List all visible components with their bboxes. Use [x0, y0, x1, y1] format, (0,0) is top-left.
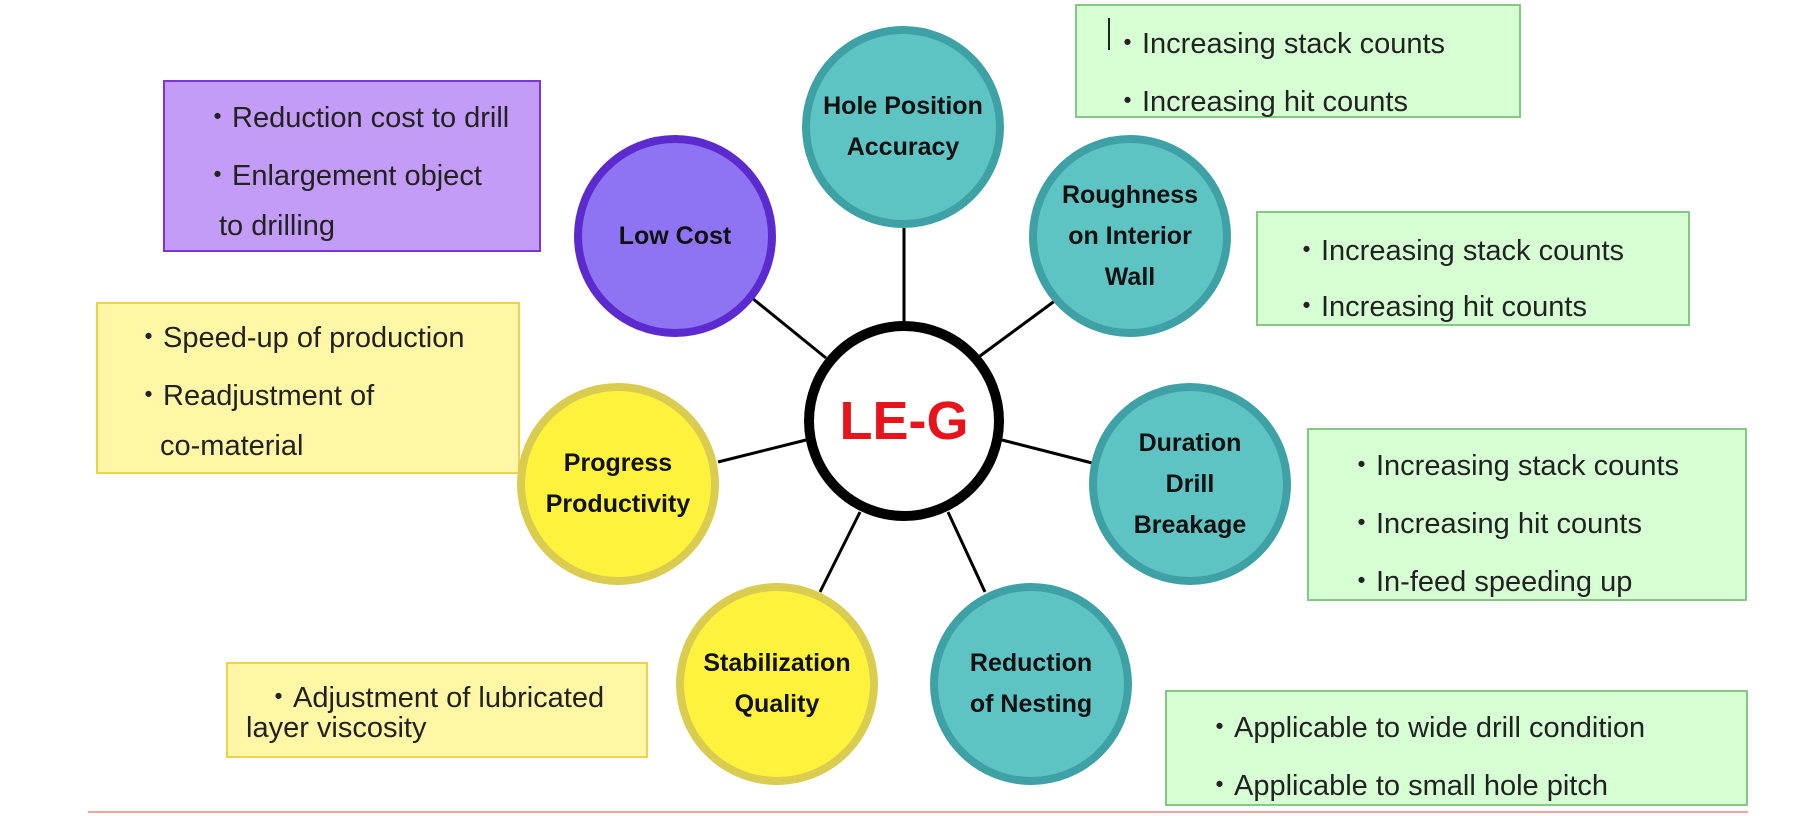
node-label-line: Productivity: [545, 490, 691, 518]
text-cursor: [1108, 18, 1110, 50]
note-duration: ・Increasing stack counts ・Increasing hit…: [1307, 428, 1747, 601]
node-label-line: Quality: [734, 690, 820, 718]
node-label: Hole Position Accuracy: [823, 86, 983, 168]
note-line: ・Increasing stack counts: [1292, 235, 1625, 267]
node-label-line: Duration: [1138, 428, 1242, 457]
node-label-line: Hole Position: [823, 92, 983, 120]
connector-roughness: [979, 298, 1057, 358]
note-progress: ・Speed-up of production ・Readjustment of…: [96, 302, 520, 474]
node-label-line: on Interior: [1068, 221, 1192, 250]
connector-stabilization: [818, 511, 862, 593]
node-label-line: Accuracy: [846, 133, 960, 161]
node-label-line: Progress: [563, 449, 673, 477]
node-label: Stabilization Quality: [703, 643, 850, 725]
note-line: ・Enlargement object: [203, 160, 482, 192]
note-roughness: ・Increasing stack counts ・Increasing hit…: [1256, 211, 1690, 326]
note-line: ・Increasing hit counts: [1347, 508, 1642, 540]
node-progress-productivity: Progress Productivity: [517, 383, 719, 585]
bottom-divider-line: [88, 811, 1748, 813]
node-label: Duration Drill Breakage: [1134, 423, 1247, 546]
connector-low-cost: [751, 296, 827, 360]
node-roughness-interior-wall: Roughness on Interior Wall: [1029, 135, 1231, 337]
note-line: ・In-feed speeding up: [1347, 566, 1633, 598]
note-line: ・Increasing hit counts: [1113, 86, 1408, 118]
node-hole-position-accuracy: Hole Position Accuracy: [802, 26, 1004, 228]
node-stabilization-quality: Stabilization Quality: [676, 583, 878, 785]
note-line: ・Increasing stack counts: [1347, 450, 1680, 482]
node-reduction-nesting: Reduction of Nesting: [930, 583, 1132, 785]
node-label-line: Stabilization: [703, 649, 851, 677]
note-line: ・Readjustment of: [134, 380, 375, 412]
node-label-line: Wall: [1104, 262, 1156, 291]
note-line: ・Increasing hit counts: [1292, 291, 1587, 323]
note-line: ・Reduction cost to drill: [203, 102, 510, 134]
node-label-line: Roughness: [1061, 180, 1199, 209]
node-label: Low Cost: [619, 216, 732, 257]
connector-reduction-nesting: [946, 511, 987, 593]
node-label-line: Breakage: [1133, 510, 1247, 539]
center-label: LE-G: [839, 391, 969, 451]
note-line: to drilling: [219, 210, 336, 242]
connector-duration: [1001, 438, 1097, 466]
note-line: ・Applicable to small hole pitch: [1205, 770, 1608, 802]
node-label: Reduction of Nesting: [970, 643, 1092, 725]
note-hole-position: ・Increasing stack counts ・Increasing hit…: [1075, 4, 1521, 118]
connectors: [717, 228, 1097, 593]
node-label-line: of Nesting: [969, 690, 1093, 718]
note-line: ・Increasing stack counts: [1113, 28, 1446, 60]
node-label-line: Low Cost: [618, 221, 732, 250]
node-low-cost: Low Cost: [574, 135, 776, 337]
node-duration-drill-breakage: Duration Drill Breakage: [1089, 383, 1291, 585]
node-label: Roughness on Interior Wall: [1062, 175, 1198, 298]
note-line: ・Speed-up of production: [134, 322, 465, 354]
node-label-line: Drill: [1165, 469, 1215, 498]
note-line: ・Applicable to wide drill condition: [1205, 712, 1646, 744]
note-line: layer viscosity: [246, 712, 427, 744]
note-nesting: ・Applicable to wide drill condition ・App…: [1165, 690, 1748, 806]
node-label-line: Reduction: [969, 649, 1093, 677]
node-label: Progress Productivity: [546, 443, 690, 525]
note-stabilization: ・Adjustment of lubricated layer viscosit…: [226, 662, 648, 758]
connector-progress: [717, 438, 807, 464]
note-low-cost: ・Reduction cost to drill ・Enlargement ob…: [163, 80, 541, 252]
note-line: ・Adjustment of lubricated: [264, 682, 605, 714]
note-line: co-material: [160, 430, 304, 462]
center-node-le-g: LE-G: [804, 321, 1004, 521]
